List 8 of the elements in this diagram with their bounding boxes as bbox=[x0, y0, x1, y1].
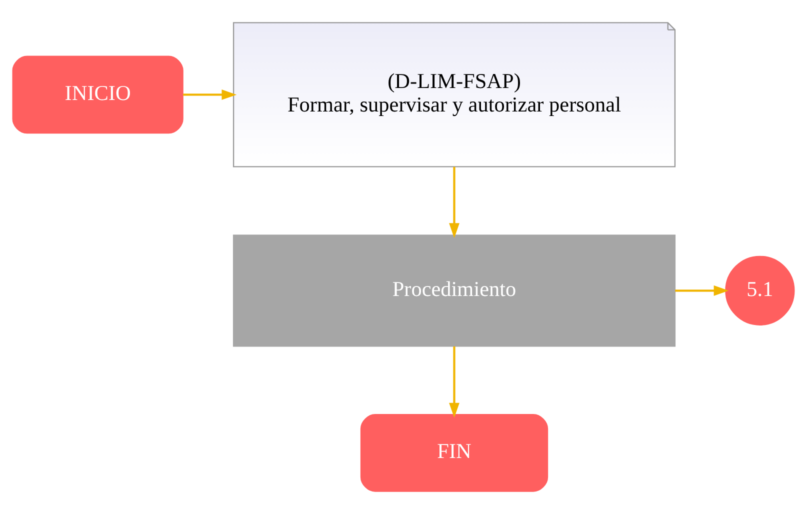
node-box: FIN bbox=[360, 413, 548, 492]
arrow bbox=[675, 284, 729, 296]
arrow bbox=[449, 346, 460, 418]
node-box: INICIO bbox=[12, 55, 184, 134]
arrow bbox=[183, 89, 237, 100]
node-circle: 5.1 bbox=[725, 255, 795, 325]
node-box: Procedimiento bbox=[232, 234, 676, 346]
arrow bbox=[449, 166, 460, 238]
